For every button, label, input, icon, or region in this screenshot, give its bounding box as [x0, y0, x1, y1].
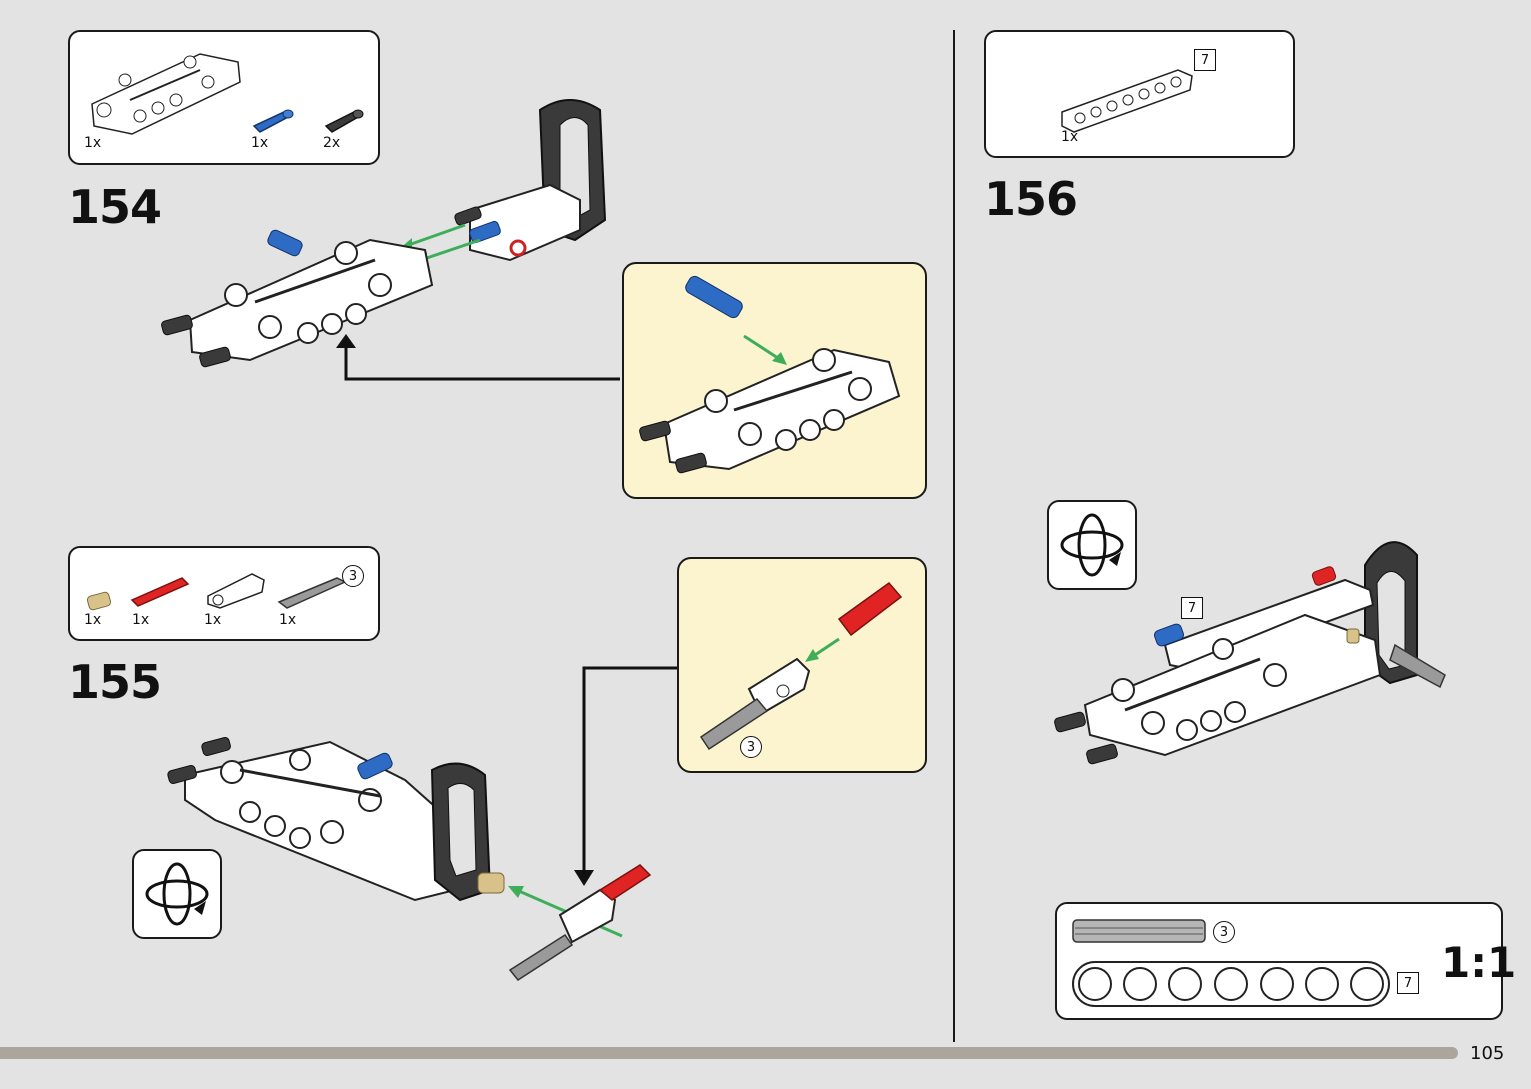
rotate-model-icon [1060, 513, 1124, 577]
white-beam-part-icon [1061, 69, 1193, 133]
parts-list-154: 1x 1x 2x [68, 30, 380, 165]
part-qty: 1x [279, 612, 297, 628]
part-qty: 1x [1061, 129, 1079, 145]
axle-length-badge: 3 [1213, 921, 1235, 943]
black-pin-part-icon [324, 109, 364, 133]
beam-length-badge: 7 [1181, 597, 1203, 619]
assembly-155 [167, 666, 678, 981]
red-axle-pin-part-icon [130, 577, 190, 607]
part-qty: 2x [323, 135, 341, 151]
part-qty: 1x [251, 135, 269, 151]
scale-label: 1:1 [1441, 938, 1517, 987]
part-qty: 1x [204, 612, 222, 628]
step-number-154: 154 [68, 180, 162, 234]
part-qty: 1x [84, 135, 102, 151]
callout-154 [622, 262, 927, 499]
callout-155: 3 [677, 557, 927, 773]
blue-pin-part-icon [252, 109, 294, 133]
column-divider [953, 30, 955, 1042]
rotate-model-box [1047, 500, 1137, 590]
callout-154-illustration [639, 275, 901, 474]
white-connector-part-icon [207, 573, 265, 609]
assembly-154 [161, 99, 620, 381]
white-frame-part-icon [91, 53, 241, 135]
tan-bush-part-icon [86, 591, 112, 611]
beam-ruler-icon [1072, 961, 1390, 1007]
step-number-155: 155 [68, 655, 162, 709]
rotate-model-icon [145, 862, 209, 926]
footer-bar [0, 1047, 1458, 1059]
page-number: 105 [1470, 1043, 1505, 1064]
axle-length-badge: 3 [342, 565, 364, 587]
axle-ruler-icon [1072, 919, 1206, 943]
beam-length-badge: 7 [1397, 972, 1419, 994]
assembly-156 [1054, 541, 1446, 765]
scale-ruler-box: 3 7 1:1 [1055, 902, 1516, 1020]
callout-155-illustration [699, 581, 903, 751]
step-number-156: 156 [984, 172, 1078, 226]
parts-list-155: 1x 1x 1x 3 1x [68, 546, 380, 641]
rotate-model-box [132, 849, 222, 939]
part-qty: 1x [84, 612, 102, 628]
part-qty: 1x [132, 612, 150, 628]
parts-list-156: 7 1x [984, 30, 1295, 158]
axle-length-badge: 3 [740, 736, 762, 758]
beam-length-badge: 7 [1194, 49, 1216, 71]
